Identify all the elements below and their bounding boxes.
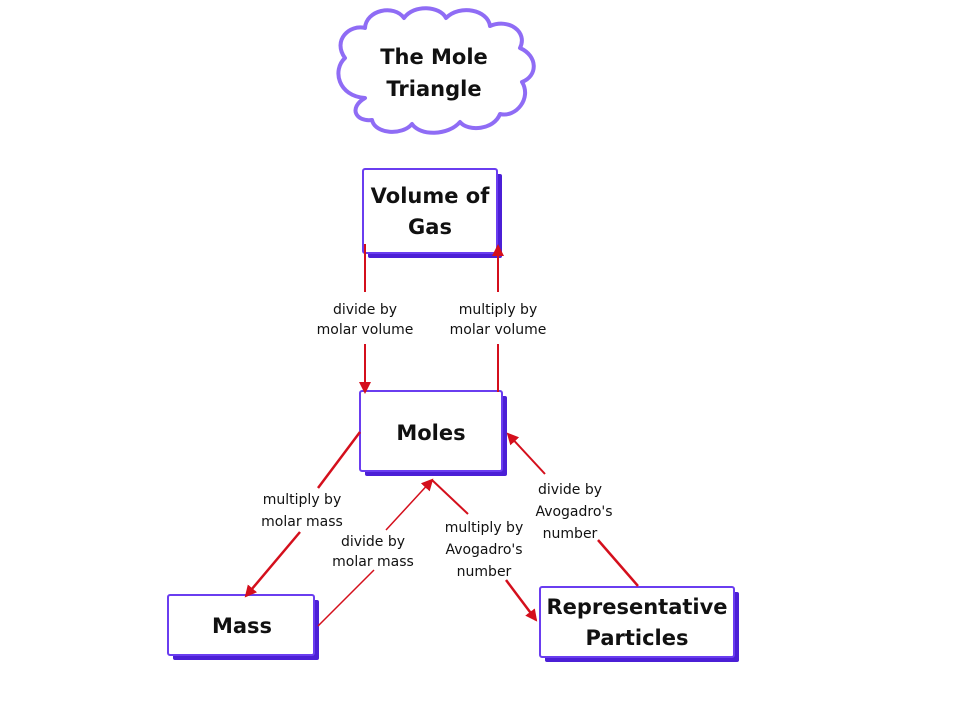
edge-moles-to-particles-line1: multiply by	[445, 520, 523, 536]
node-representative-particles-line1: Representative	[546, 595, 727, 619]
node-mass: Mass	[167, 594, 319, 660]
cloud-shape	[336, 6, 536, 135]
cloud-title-line1: The Mole	[380, 45, 488, 69]
edge-volume-to-moles-line1: divide by	[333, 302, 397, 318]
cloud-title-line2: Triangle	[386, 77, 481, 101]
node-volume-of-gas: Volume of Gas	[362, 168, 502, 258]
edge-moles-to-particles-line2: Avogadro's	[445, 542, 522, 558]
edge-moles-to-mass-line1: multiply by	[263, 492, 341, 508]
node-representative-particles-line2: Particles	[586, 626, 689, 650]
edge-volume-to-moles: divide by molar volume	[317, 244, 414, 394]
edge-moles-to-mass-line2: molar mass	[261, 514, 343, 530]
edge-moles-to-volume-line1: multiply by	[459, 302, 537, 318]
edge-moles-to-mass: multiply by molar mass	[244, 431, 361, 598]
edge-moles-to-particles: multiply by Avogadro's number	[431, 479, 538, 622]
edge-volume-to-moles-line2: molar volume	[317, 322, 414, 338]
node-representative-particles: Representative Particles	[539, 586, 739, 662]
edge-particles-to-moles-line1: divide by	[538, 482, 602, 498]
edge-particles-to-moles-line2: Avogadro's	[535, 504, 612, 520]
node-moles: Moles	[359, 390, 507, 476]
node-volume-of-gas-line2: Gas	[408, 215, 452, 239]
edge-mass-to-moles-line1: divide by	[341, 534, 405, 550]
edge-particles-to-moles-line3: number	[543, 526, 598, 542]
title-cloud: The Mole Triangle	[336, 6, 536, 135]
node-volume-of-gas-line1: Volume of	[371, 184, 491, 208]
node-moles-line1: Moles	[396, 421, 465, 445]
edge-mass-to-moles: divide by molar mass	[317, 478, 434, 627]
edge-moles-to-volume: multiply by molar volume	[450, 244, 547, 392]
edge-moles-to-particles-line3: number	[457, 564, 512, 580]
edge-moles-to-volume-line2: molar volume	[450, 322, 547, 338]
node-mass-line1: Mass	[212, 614, 272, 638]
edge-mass-to-moles-line2: molar mass	[332, 554, 414, 570]
edge-particles-to-moles: divide by Avogadro's number	[506, 432, 639, 587]
